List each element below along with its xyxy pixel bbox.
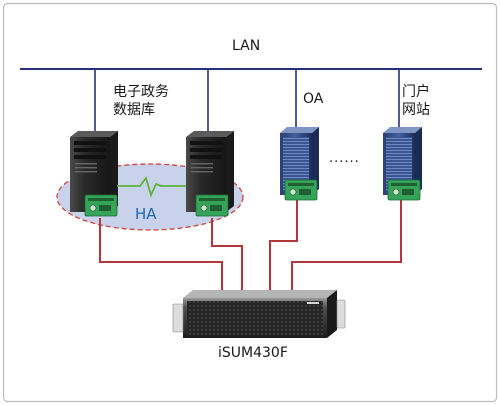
egov-db-label-line1: 电子政务 <box>113 84 169 100</box>
san-link-portal <box>291 200 402 290</box>
egov-db-label: 电子政务 数据库 <box>113 83 169 119</box>
oa-label: OA <box>303 91 324 107</box>
portal-label-line1: 门户 <box>402 84 430 100</box>
san-link-oa <box>269 200 298 290</box>
san-link-egov-2 <box>211 218 243 290</box>
storage-label: iSUM430F <box>218 345 288 361</box>
portal-label: 门户 网站 <box>402 83 430 119</box>
ellipsis-label: ...... <box>329 151 360 166</box>
hba-card-icon <box>84 194 118 217</box>
hba-card-icon <box>387 179 421 201</box>
ha-label: HA <box>135 205 157 223</box>
san-link-egov-1 <box>99 218 223 290</box>
ha-heartbeat-line <box>117 176 186 198</box>
portal-label-line2: 网站 <box>402 102 430 118</box>
hba-card-icon <box>195 194 229 217</box>
hba-card-icon <box>284 179 318 201</box>
storage-array-icon <box>172 290 346 338</box>
lan-label: LAN <box>232 38 261 54</box>
egov-db-label-line2: 数据库 <box>113 102 155 118</box>
